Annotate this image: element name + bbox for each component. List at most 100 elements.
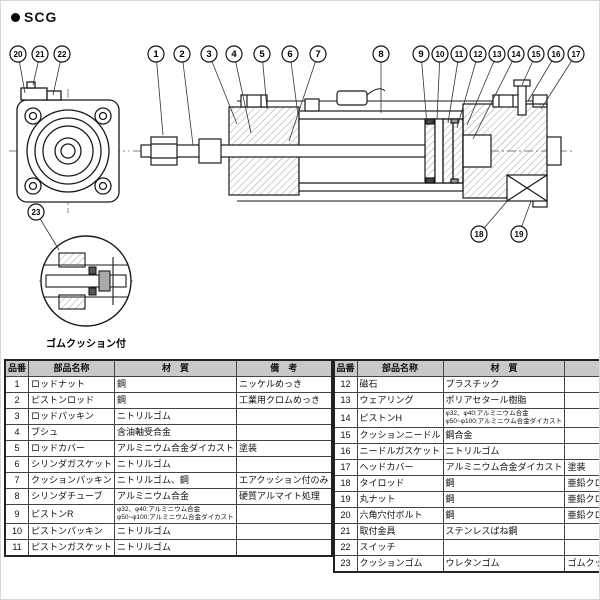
callout-leader-line: [527, 53, 557, 102]
cell-name: 磁石: [356, 376, 444, 393]
callout-leader-line: [288, 53, 319, 142]
callout-number: 14: [512, 50, 521, 59]
cell-no: 16: [333, 442, 358, 460]
callout-number: 7: [315, 49, 320, 60]
cell-name: ウェアリング: [356, 392, 444, 409]
cell-material: ポリアセタール樹脂: [442, 392, 566, 409]
callout-5: 5: [253, 45, 271, 110]
col-header-remark: 備 考: [235, 359, 333, 377]
cell-material: 鋼: [442, 474, 566, 492]
callout-number: 18: [475, 230, 484, 239]
front-view: [16, 81, 120, 203]
cell-name: クッションパッキン: [28, 472, 116, 489]
cell-no: 5: [4, 440, 30, 457]
parts-table-header-row: 品番部品名称材 質備 考: [4, 359, 333, 377]
cell-material: [442, 538, 566, 556]
col-header-no: 品番: [333, 359, 358, 377]
cell-remark: [235, 424, 333, 441]
cell-remark: [564, 408, 599, 428]
cell-remark: [564, 538, 599, 556]
callout-number: 9: [418, 49, 423, 60]
cell-material: 含油軸受合金: [114, 424, 237, 441]
col-header-no: 品番: [4, 359, 30, 377]
cell-material: ニトリルゴム: [114, 522, 237, 540]
cell-material: アルミニウム合金ダイカスト: [442, 458, 566, 476]
callout-bubble: [510, 225, 528, 243]
cell-remark: ニッケルめっき: [235, 376, 333, 393]
callout-bubble: [281, 45, 299, 63]
callout-number: 11: [455, 50, 464, 59]
cell-name: ピストンロッド: [28, 392, 116, 409]
detail-view-caption: ゴムクッション付: [46, 337, 126, 350]
cell-remark: [564, 442, 599, 460]
callout-1: 1: [147, 45, 165, 136]
callout-9: 9: [412, 45, 430, 126]
callout-leader-line: [155, 53, 164, 136]
cell-name: ピストンパッキン: [28, 522, 116, 540]
callout-leader-line: [208, 53, 238, 125]
cell-material: ニトリルゴム、鋼: [114, 472, 237, 489]
cell-name: ピストンR: [28, 504, 116, 524]
callout-leader-line: [233, 53, 252, 134]
callout-22: 22: [52, 45, 71, 96]
cell-name: ロッドパッキン: [28, 408, 116, 425]
cell-name: ブシュ: [28, 424, 116, 441]
callout-bubble: [253, 45, 271, 63]
cell-no: 7: [4, 472, 30, 489]
cell-no: 18: [333, 474, 358, 492]
parts-row-19: 19丸ナット鋼亜鉛クロメート処理: [333, 490, 599, 508]
callout-leader-line: [466, 53, 498, 126]
callout-12: 12: [456, 45, 487, 129]
callout-bubble: [469, 45, 487, 63]
callout-number: 4: [231, 49, 237, 60]
callout-number: 8: [378, 49, 383, 60]
callout-2: 2: [173, 45, 194, 146]
cell-remark: 亜鉛クロメート処理: [564, 506, 599, 524]
cell-remark: 硬質アルマイト処理: [235, 488, 333, 505]
callout-bubble: [567, 45, 585, 63]
cell-no: 9: [4, 504, 30, 524]
callout-23: 23: [27, 203, 60, 251]
cell-remark: [564, 522, 599, 540]
cell-no: 22: [333, 538, 358, 556]
cell-remark: [564, 392, 599, 409]
parts-row-18: 18タイロッド鋼亜鉛クロメート処理: [333, 474, 599, 492]
cell-material: アルミニウム合金: [114, 488, 237, 505]
col-header-name: 部品名称: [28, 359, 116, 377]
cell-remark: ゴムクッション付のみ: [564, 554, 599, 573]
cell-no: 10: [4, 522, 30, 540]
callout-number: 20: [14, 50, 23, 59]
cell-material: ニトリルゴム: [442, 442, 566, 460]
cell-material: プラスチック: [442, 376, 566, 393]
cell-no: 8: [4, 488, 30, 505]
cell-remark: 亜鉛クロメート処理: [564, 490, 599, 508]
callout-leader-line: [420, 53, 428, 126]
cell-name: スイッチ: [356, 538, 444, 556]
callout-number: 16: [552, 50, 561, 59]
cell-material: ニトリルゴム: [114, 538, 237, 557]
parts-row-20: 20六角穴付ボルト鋼亜鉛クロメート処理: [333, 506, 599, 524]
parts-row-23: 23クッションゴムウレタンゴムゴムクッション付のみ: [333, 554, 599, 573]
cell-no: 20: [333, 506, 358, 524]
callout-bubble: [309, 45, 327, 63]
cell-name: 取付金具: [356, 522, 444, 540]
cell-name: 丸ナット: [356, 490, 444, 508]
callout-number: 19: [515, 230, 524, 239]
series-header: SCG: [11, 9, 57, 25]
callout-number: 12: [474, 50, 483, 59]
